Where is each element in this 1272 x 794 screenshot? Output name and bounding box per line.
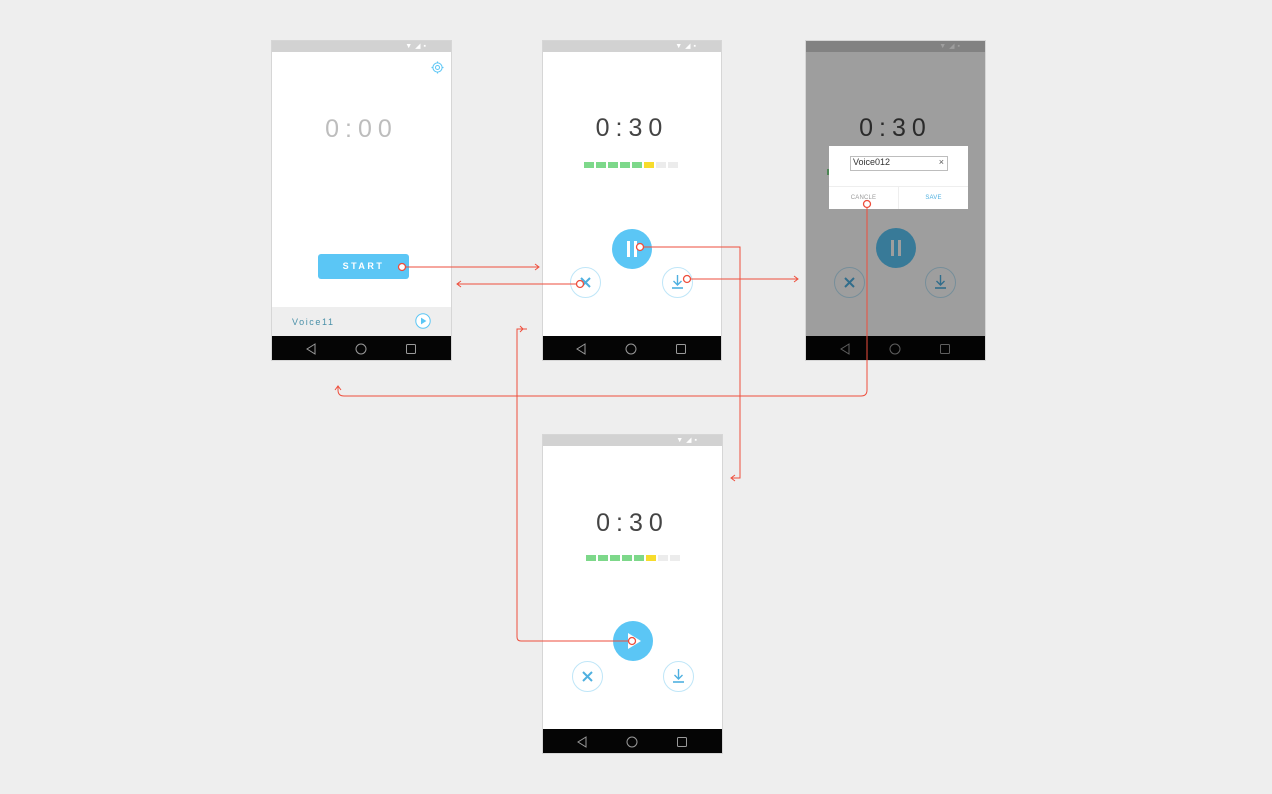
home-icon[interactable] <box>889 342 901 355</box>
level-meter <box>586 555 680 561</box>
level-meter-segment <box>670 555 680 561</box>
status-bar: ▼◢▪ <box>272 41 451 52</box>
arrowhead <box>534 263 540 271</box>
status-icons: ▼◢▪ <box>939 43 963 50</box>
level-meter-segment <box>610 555 620 561</box>
level-meter-segment <box>584 162 594 168</box>
status-bar: ▼◢▪ <box>543 435 722 446</box>
last-recording-bar[interactable]: Voice11 <box>272 307 451 336</box>
level-meter-segment <box>586 555 596 561</box>
screen-paused: ▼◢▪ 0:30 <box>543 435 722 753</box>
save-button[interactable] <box>662 267 693 298</box>
level-meter-segment <box>596 162 606 168</box>
level-meter-segment <box>656 162 666 168</box>
clear-input-icon[interactable]: × <box>938 157 944 167</box>
back-icon[interactable] <box>305 342 317 355</box>
level-meter-segment <box>646 555 656 561</box>
arrowhead <box>793 275 799 283</box>
recents-icon[interactable] <box>675 342 687 354</box>
status-bar: ▼◢▪ <box>543 41 721 52</box>
start-button-label: START <box>342 261 385 271</box>
timer-display: 0:30 <box>596 509 669 537</box>
android-nav-bar <box>543 729 722 753</box>
arrowhead <box>334 385 342 391</box>
settings-icon[interactable] <box>431 61 444 74</box>
back-icon[interactable] <box>576 735 588 748</box>
home-icon[interactable] <box>355 342 367 355</box>
dialog-divider <box>829 186 968 187</box>
filename-value: Voice012 <box>853 157 891 167</box>
recents-icon[interactable] <box>939 342 951 354</box>
arrowhead <box>730 474 736 482</box>
screen-recording: ▼◢▪ 0:30 <box>543 41 721 360</box>
last-recording-name: Voice11 <box>292 317 335 327</box>
level-meter-segment <box>632 162 642 168</box>
start-button[interactable]: START <box>318 254 409 279</box>
screen-home: ▼◢▪ 0:00 START Voice11 <box>272 41 451 360</box>
android-nav-bar <box>272 336 451 360</box>
level-meter-segment <box>644 162 654 168</box>
status-icons: ▼◢▪ <box>676 437 700 444</box>
save-button[interactable] <box>925 267 956 298</box>
level-meter-segment <box>668 162 678 168</box>
status-icons: ▼◢▪ <box>675 43 699 50</box>
pause-button[interactable] <box>876 228 916 268</box>
level-meter-segment <box>658 555 668 561</box>
discard-button[interactable] <box>570 267 601 298</box>
level-meter-segment <box>608 162 618 168</box>
filename-input[interactable]: Voice012 × <box>850 156 948 171</box>
pause-button[interactable] <box>612 229 652 269</box>
timer-display: 0:30 <box>595 114 669 142</box>
status-icons: ▼◢▪ <box>405 43 429 50</box>
cancel-button[interactable]: CANCLE <box>850 195 877 201</box>
home-icon[interactable] <box>625 342 637 355</box>
back-icon[interactable] <box>575 342 587 355</box>
level-meter-segment <box>622 555 632 561</box>
resume-button[interactable] <box>613 621 653 661</box>
save-dialog: Voice012 × CANCLE SAVE <box>829 146 968 209</box>
arrowhead <box>519 325 524 333</box>
play-icon[interactable] <box>415 313 431 329</box>
level-meter-segment <box>598 555 608 561</box>
recents-icon[interactable] <box>405 342 417 354</box>
home-icon[interactable] <box>626 735 638 748</box>
timer-display: 0:30 <box>859 114 932 142</box>
save-button[interactable] <box>663 661 694 692</box>
arrowhead <box>456 280 462 288</box>
level-meter-segment <box>634 555 644 561</box>
level-meter <box>584 162 678 168</box>
android-nav-bar <box>543 336 721 360</box>
screen-save-dialog: ▼◢▪ 0:30 Voice012 × CANCLE SAVE <box>806 41 985 360</box>
timer-display: 0:00 <box>325 115 398 143</box>
status-bar: ▼◢▪ <box>806 41 985 52</box>
level-meter-segment <box>620 162 630 168</box>
dialog-divider-vertical <box>898 187 899 209</box>
save-dialog-button[interactable]: SAVE <box>925 195 942 201</box>
discard-button[interactable] <box>572 661 603 692</box>
recents-icon[interactable] <box>676 735 688 747</box>
